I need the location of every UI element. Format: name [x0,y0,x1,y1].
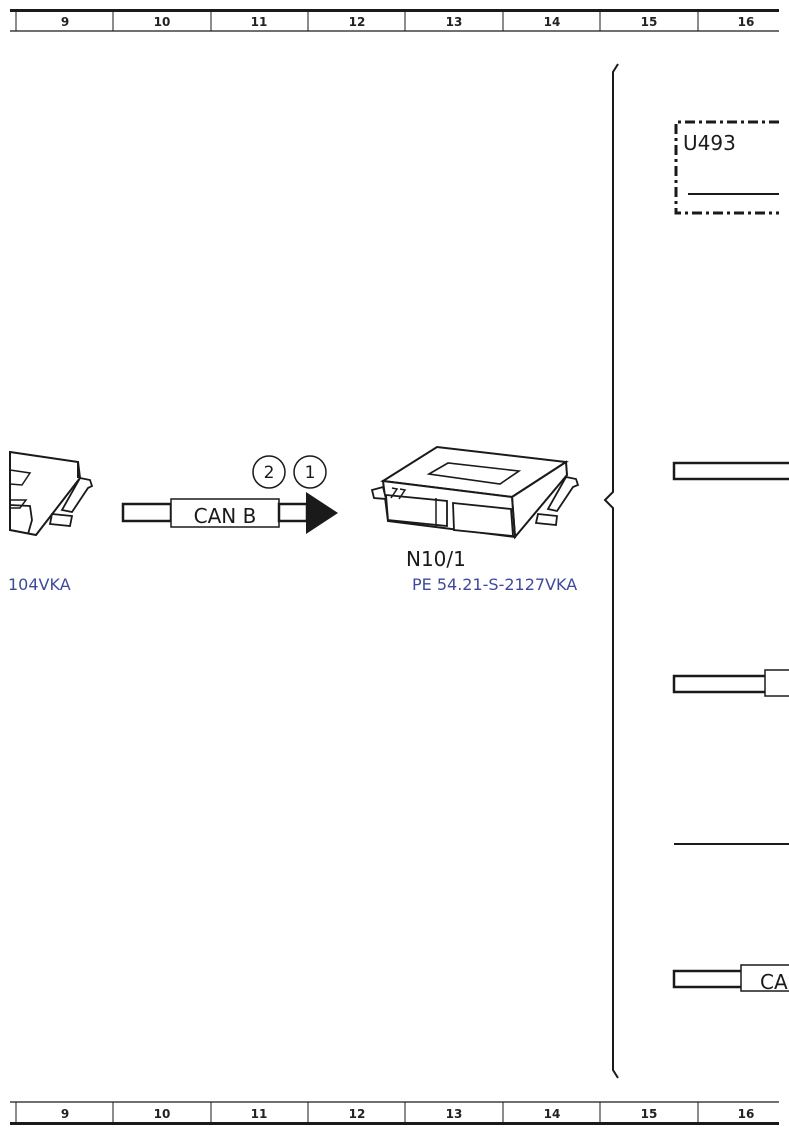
can-b-label-box [170,498,280,528]
marker-circle-2: 2 [252,455,286,489]
ruler-bottom-col-10: 10 [154,1107,171,1121]
can-b-arrow-icon [306,492,338,534]
ruler-top-col-12: 12 [349,15,366,29]
left-module-illustration [9,450,94,537]
can-b-lead-out-bar [277,502,309,523]
ruler-bottom-col-12: 12 [349,1107,366,1121]
right-partial-label: CA [760,970,788,994]
right-connector-bar-1 [672,461,789,481]
right-connector-box-2 [764,669,789,697]
grouping-brace [603,63,619,1079]
ruler-bottom-col-15: 15 [641,1107,658,1121]
can-b-connection: CAN B [121,492,338,534]
ruler-top-col-10: 10 [154,15,171,29]
ruler-bottom-col-14: 14 [544,1107,561,1121]
right-connector-box-4 [740,964,789,992]
n10-1-reference: PE 54.21-S-2127VKA [412,575,577,594]
ruler-bottom-col-11: 11 [251,1107,268,1121]
can-b-lead-in-bar [121,502,173,523]
ruler-bottom-col-13: 13 [446,1107,463,1121]
left-module-reference: 104VKA [8,575,71,594]
ruler-top-col-14: 14 [544,15,561,29]
bottom-column-ruler: 9 10 11 12 13 14 15 16 [10,1101,779,1125]
ruler-bottom-col-9: 9 [61,1107,69,1121]
n10-1-label: N10/1 [406,547,466,571]
ruler-top-col-11: 11 [251,15,268,29]
top-column-ruler: 9 10 11 12 13 14 15 16 [10,9,779,32]
marker-circle-1: 1 [293,455,327,489]
marker-label-1: 1 [305,463,316,483]
u493-component-box [674,120,779,215]
ruler-top-col-15: 15 [641,15,658,29]
can-b-label: CAN B [194,504,257,528]
ruler-top-col-16: 16 [738,15,755,29]
ruler-top-col-13: 13 [446,15,463,29]
u493-label: U493 [683,131,736,155]
right-connector-bar-4 [672,969,748,989]
n10-1-module-illustration [370,445,580,540]
marker-label-2: 2 [264,463,275,483]
ruler-bottom-col-16: 16 [738,1107,755,1121]
right-connector-bar-2 [672,674,772,694]
ruler-top-col-9: 9 [61,15,69,29]
